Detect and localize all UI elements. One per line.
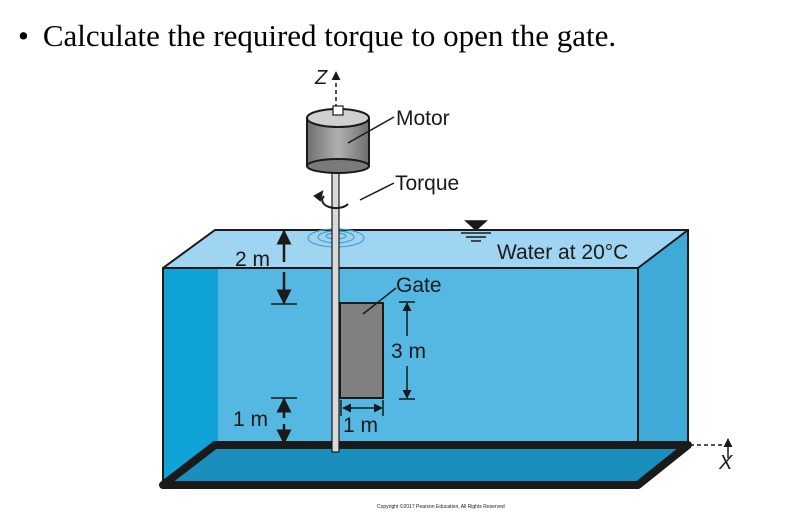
- motor: [306, 105, 370, 174]
- torque-label: Torque: [395, 172, 459, 195]
- torque-leader: [359, 182, 395, 201]
- gate-height-label: 3 m: [391, 340, 426, 363]
- torque-arrow: [313, 189, 349, 210]
- water-label: Water at 20°C: [497, 241, 628, 264]
- z-axis-label: Z: [314, 67, 328, 89]
- question-text: Calculate the required torque to open th…: [42, 18, 617, 53]
- gap-label: 1 m: [233, 408, 268, 431]
- shaft: [331, 149, 340, 453]
- gate-leader: [362, 287, 397, 315]
- gate-plate: [339, 302, 384, 399]
- water-level-symbol: [461, 220, 491, 242]
- water-surface: [163, 230, 688, 268]
- tank-bottom: [159, 441, 692, 489]
- motor-label: Motor: [396, 107, 450, 130]
- copyright-text: Copyright ©2017 Pearson Education, All R…: [377, 503, 505, 510]
- depth-label: 2 m: [235, 248, 270, 271]
- bullet: •: [18, 18, 29, 53]
- gate-label: Gate: [396, 274, 442, 297]
- gate-width-label: 1 m: [343, 414, 378, 437]
- x-axis-label: X: [718, 452, 733, 474]
- question-heading: • Calculate the required torque to open t…: [18, 18, 616, 54]
- motor-leader: [347, 116, 395, 144]
- water-side-face: [638, 230, 688, 485]
